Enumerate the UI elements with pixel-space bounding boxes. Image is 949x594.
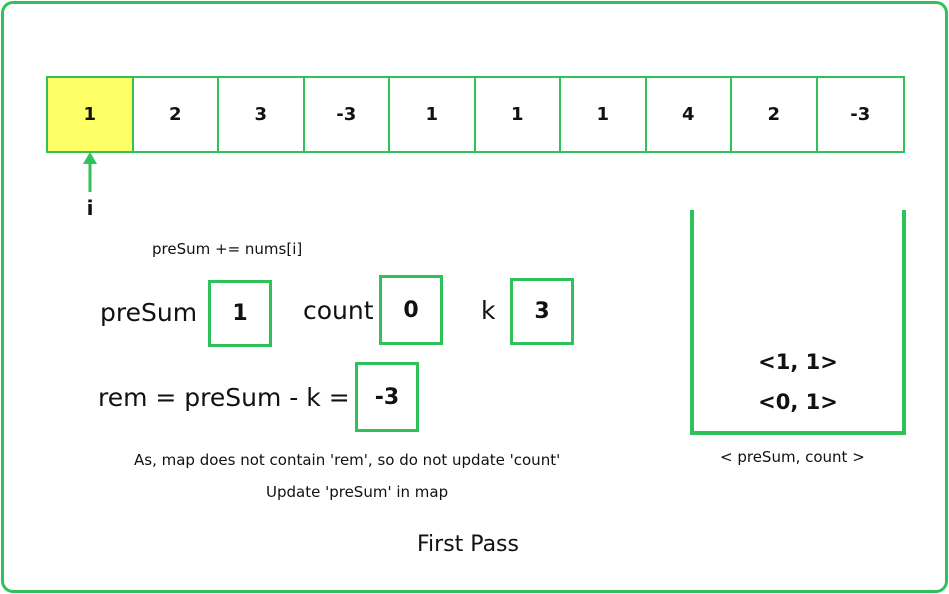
pointer-label: i (86, 196, 94, 220)
count-label: count (303, 296, 374, 325)
array-cell: 2 (732, 78, 818, 151)
array-cell: 3 (219, 78, 305, 151)
rem-label: rem = preSum - k = (98, 383, 350, 412)
map-caption: < preSum, count > (720, 448, 865, 466)
array-cell: -3 (305, 78, 390, 151)
array-cell-active: 1 (48, 78, 134, 151)
k-value-box: 3 (510, 278, 574, 345)
array-cell: 4 (647, 78, 732, 151)
rem-value-box: -3 (355, 362, 419, 432)
step-text: preSum += nums[i] (152, 240, 303, 258)
count-value-box: 0 (379, 275, 443, 345)
array-cell: 1 (390, 78, 476, 151)
map-container: <1, 1> <0, 1> (690, 210, 906, 435)
note-line-1: As, map does not contain 'rem', so do no… (134, 451, 561, 469)
array-cell: 1 (476, 78, 561, 151)
diagram-title: First Pass (417, 532, 519, 557)
map-entry: <0, 1> (758, 390, 838, 414)
array-cell: -3 (850, 104, 871, 125)
presum-value-box: 1 (208, 280, 272, 347)
presum-label: preSum (100, 298, 198, 327)
pointer-arrow-icon (83, 152, 97, 192)
k-label: k (481, 296, 496, 325)
array-cell: 1 (561, 78, 647, 151)
array-cell: 2 (134, 78, 219, 151)
note-line-2: Update 'preSum' in map (266, 483, 449, 501)
map-entry: <1, 1> (758, 350, 838, 374)
